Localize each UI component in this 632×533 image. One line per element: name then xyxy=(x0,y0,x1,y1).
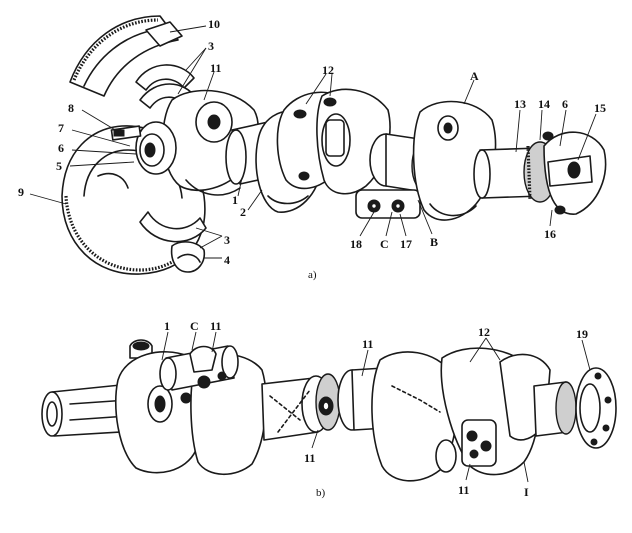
label-a-8: 8 xyxy=(68,101,74,115)
bearing-shell-upper xyxy=(135,64,195,91)
labels-panel-a: 10 3 11 12 A 13 14 6 15 8 7 6 5 9 1 2 18… xyxy=(18,17,606,281)
bearing-shell-lower xyxy=(139,211,207,243)
label-a-6-rear: 6 xyxy=(562,97,568,111)
label-a-B: B xyxy=(430,235,438,249)
caption-a: a) xyxy=(308,269,317,281)
label-a-15: 15 xyxy=(594,101,606,115)
label-a-4: 4 xyxy=(224,253,230,267)
labels-panel-b: 1 C 11 11 12 19 11 11 I b) xyxy=(164,319,588,499)
crankpin-c-b xyxy=(159,345,239,391)
label-a-14: 14 xyxy=(538,97,550,111)
label-b-C: C xyxy=(190,319,199,333)
leader-lines-a xyxy=(29,25,597,259)
label-b-1-top: 1 xyxy=(164,319,170,333)
main-journal-11 xyxy=(261,367,387,441)
label-a-10: 10 xyxy=(208,17,220,31)
crank-web-a xyxy=(412,100,497,221)
panel-a-exploded-crankshaft xyxy=(29,15,607,275)
label-a-11: 11 xyxy=(210,61,221,75)
label-b-12: 12 xyxy=(478,325,490,339)
bearing-shell-4 xyxy=(170,241,206,273)
label-a-3-bottom: 3 xyxy=(224,233,230,247)
label-b-11-mid: 11 xyxy=(362,337,373,351)
label-a-17: 17 xyxy=(400,237,412,251)
label-a-9: 9 xyxy=(18,185,24,199)
rear-shaft-assembly xyxy=(473,131,607,215)
label-b-11-bottom: 11 xyxy=(458,483,469,497)
label-a-7: 7 xyxy=(58,121,64,135)
label-a-6-front: 6 xyxy=(58,141,64,155)
leader-lines-b xyxy=(161,331,591,483)
label-a-5: 5 xyxy=(56,159,62,173)
label-b-19: 19 xyxy=(576,327,588,341)
crank-webs-12-b xyxy=(371,347,551,482)
label-a-2: 2 xyxy=(240,205,246,219)
label-a-A: A xyxy=(470,69,479,83)
crank-web-12 xyxy=(276,88,391,195)
label-a-12: 12 xyxy=(322,63,334,77)
caption-b: b) xyxy=(316,487,326,499)
label-b-11-low: 11 xyxy=(304,451,315,465)
label-a-16: 16 xyxy=(544,227,556,241)
label-a-C: C xyxy=(380,237,389,251)
label-a-13: 13 xyxy=(514,97,526,111)
rear-flange-19 xyxy=(533,367,617,449)
label-b-11-top: 11 xyxy=(210,319,221,333)
label-a-18: 18 xyxy=(350,237,362,251)
label-b-I: I xyxy=(524,485,529,499)
front-hub-assembly xyxy=(110,121,177,175)
label-a-1: 1 xyxy=(232,193,238,207)
bearing-cap-10 xyxy=(145,21,183,47)
label-a-3-top: 3 xyxy=(208,39,214,53)
panel-b-assembled-crankshaft xyxy=(41,331,617,483)
